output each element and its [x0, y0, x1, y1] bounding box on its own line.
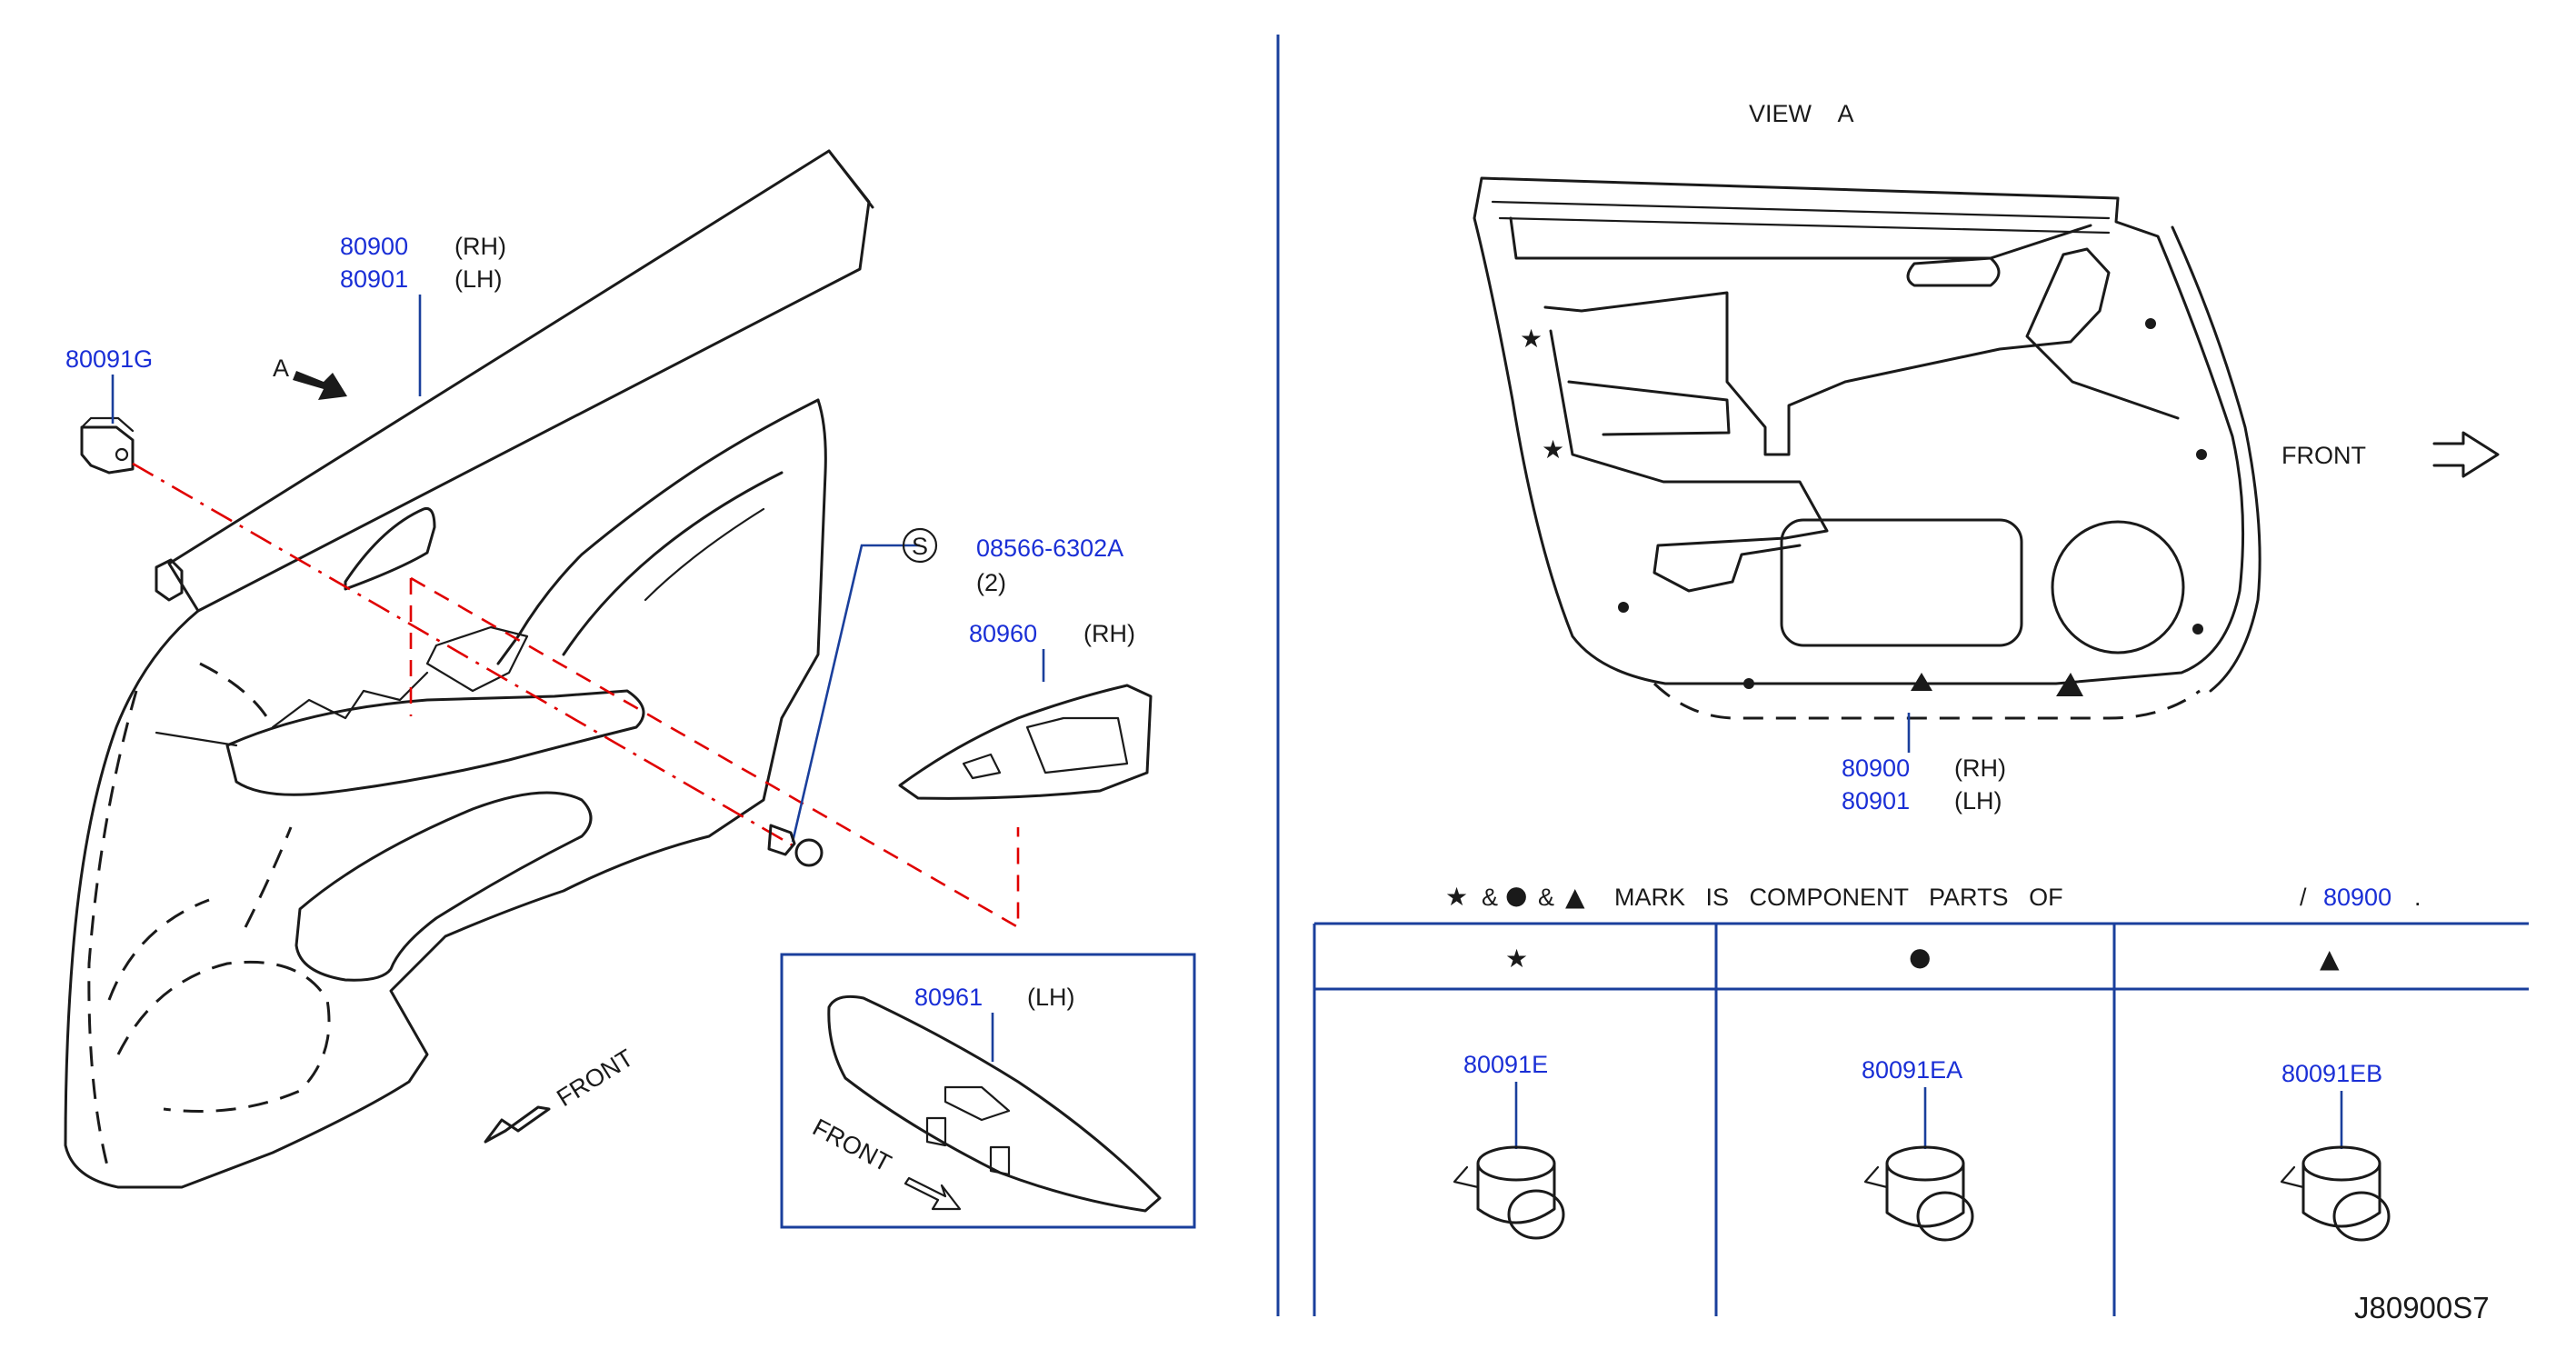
- side-lh-label: (LH): [454, 265, 503, 293]
- view-a-arrow: [293, 371, 347, 400]
- screw-symbol: S: [912, 533, 928, 560]
- view-a-part-80901: 80901: [1842, 787, 1910, 814]
- legend-dot-mark: ●: [1505, 880, 1527, 910]
- view-a-front-label: FRONT: [2281, 442, 2366, 469]
- inset-box-80961: [780, 953, 1196, 1229]
- inset-front-arrow-icon: [904, 1176, 962, 1211]
- legend-period: .: [2414, 884, 2421, 911]
- part-number-80091g: 80091G: [65, 345, 153, 373]
- door-trim-panel: [64, 149, 874, 1189]
- part-number-80091ea: 80091EA: [1862, 1056, 1962, 1084]
- inset-front-label: FRONT: [808, 1114, 895, 1177]
- svg-text:★: ★: [1520, 324, 1543, 354]
- view-a-marks: ★ ★: [1520, 318, 2207, 696]
- legend-col-dot: ●: [1909, 942, 1931, 972]
- view-a-door: [1473, 176, 2261, 720]
- view-a-part-80900: 80900: [1842, 754, 1910, 782]
- leader-screw: [791, 544, 920, 843]
- clip-80091ea: [1863, 1087, 1974, 1242]
- view-a-side-lh: (LH): [1954, 787, 2002, 814]
- legend-slash: /: [2300, 884, 2307, 911]
- switch-80961: [827, 994, 1162, 1213]
- part-number-80960: 80960: [969, 620, 1037, 647]
- front-label: FRONT: [552, 1044, 638, 1112]
- part-number-08566-6302a: 08566-6302A: [976, 535, 1123, 562]
- legend-star-mark: ★: [1445, 882, 1468, 912]
- legend-amp-2: &: [1538, 884, 1554, 911]
- front-arrow-icon: [484, 1105, 551, 1144]
- part-number-80091e: 80091E: [1463, 1051, 1548, 1078]
- svg-text:★: ★: [1542, 435, 1564, 465]
- leader-switch-box: [409, 576, 1020, 930]
- part-number-80900: 80900: [340, 233, 408, 260]
- screw-quantity: (2): [976, 569, 1006, 596]
- view-a-side-rh: (RH): [1954, 754, 2006, 782]
- clip-80091e: [1453, 1082, 1565, 1240]
- legend-part-ref: 80900: [2323, 884, 2391, 911]
- legend-amp-1: &: [1482, 884, 1498, 911]
- side-rh-label: (RH): [454, 233, 506, 260]
- legend-triangle-mark: ▲: [1565, 882, 1585, 912]
- part-number-80901: 80901: [340, 265, 408, 293]
- legend-col-star: ★: [1505, 944, 1528, 974]
- clip-80091g: [80, 416, 135, 475]
- legend-col-triangle: ▲: [2320, 944, 2340, 974]
- switch-lh-side: (LH): [1027, 984, 1075, 1011]
- view-a-front-arrow-icon: [2432, 431, 2500, 478]
- screw: [767, 527, 938, 867]
- clip-80091eb: [2280, 1091, 2391, 1242]
- switch-80960: [898, 684, 1153, 800]
- view-a-marker-label: A: [273, 355, 289, 382]
- diagram-code: J80900S7: [2354, 1291, 2490, 1324]
- trim-fastener: [155, 558, 184, 602]
- part-number-80961: 80961: [914, 984, 983, 1011]
- view-a-title: VIEW A: [1749, 100, 1854, 127]
- part-number-80091eb: 80091EB: [2281, 1060, 2382, 1087]
- legend-text: MARK IS COMPONENT PARTS OF: [1614, 884, 2063, 911]
- switch-rh-side: (RH): [1083, 620, 1135, 647]
- leader-clip-to-trim: [132, 462, 794, 847]
